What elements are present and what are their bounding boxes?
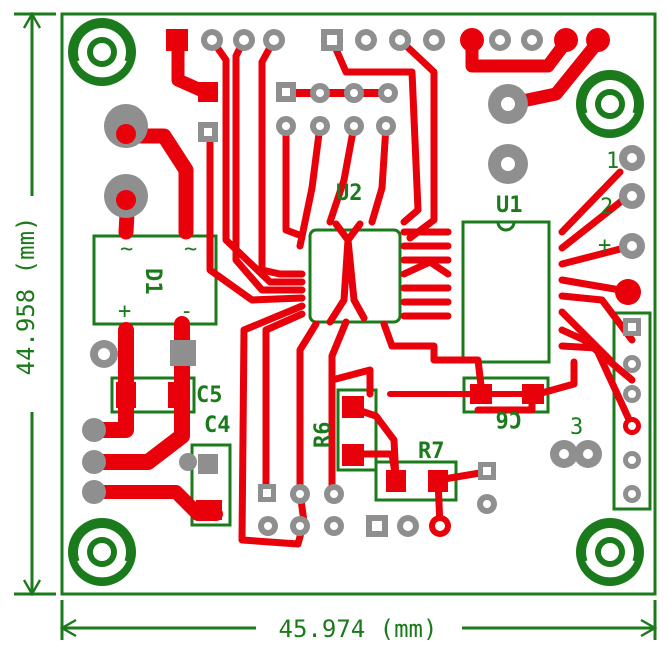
d1-ac1-label: ~: [120, 237, 133, 262]
connector-outline: [612, 311, 652, 511]
r7-outline: [374, 460, 458, 502]
copper-traces: [88, 33, 636, 548]
bottom-header-pads: [179, 453, 497, 537]
connector-plus-label: +: [598, 233, 611, 258]
right-connector-pads: [615, 145, 645, 503]
c4-label: C4: [204, 413, 231, 438]
d1-plus-label: +: [118, 299, 131, 324]
d1-minus-label: -: [180, 299, 193, 324]
large-pads: [82, 84, 602, 504]
c6-label: C6: [496, 406, 523, 431]
arrow-down-icon: [22, 579, 42, 597]
smd-pads: [116, 382, 544, 520]
mounting-hole-bottom-left: [68, 518, 136, 586]
height-dimension-label: 44.958 (mm): [12, 217, 40, 376]
arrow-left-icon: [59, 618, 77, 638]
pads-top-header: [166, 28, 610, 52]
u2-label: U2: [336, 181, 363, 206]
mounting-hole-top-right: [576, 70, 644, 138]
mounting-hole-bottom-right: [576, 518, 644, 586]
c5-outline: [110, 376, 196, 414]
r6-outline: [336, 388, 378, 472]
c5-label: C5: [196, 383, 223, 408]
arrow-up-icon: [22, 11, 42, 29]
mounting-hole-top-left: [68, 18, 136, 86]
pads-row-2: [198, 82, 398, 142]
d1-outline: [92, 234, 218, 326]
pin-label-1: 1: [606, 149, 619, 174]
arrow-right-icon: [640, 618, 658, 638]
pin-label-3: 3: [570, 415, 583, 440]
height-dimension: 44.958 (mm): [12, 11, 56, 597]
pin-label-2: 2: [600, 195, 613, 220]
u1-notch: [496, 221, 516, 232]
r6-label: R6: [311, 422, 336, 449]
width-dimension: 45.974 (mm): [59, 600, 658, 643]
width-dimension-label: 45.974 (mm): [279, 615, 438, 643]
u1-label: U1: [496, 193, 523, 218]
r7-label: R7: [418, 439, 445, 464]
board-outline: [60, 12, 657, 596]
d1-label: D1: [140, 268, 165, 295]
c4-outline: [190, 443, 232, 527]
u1-outline: [461, 220, 551, 364]
d1-ac2-label: ~: [184, 237, 197, 262]
